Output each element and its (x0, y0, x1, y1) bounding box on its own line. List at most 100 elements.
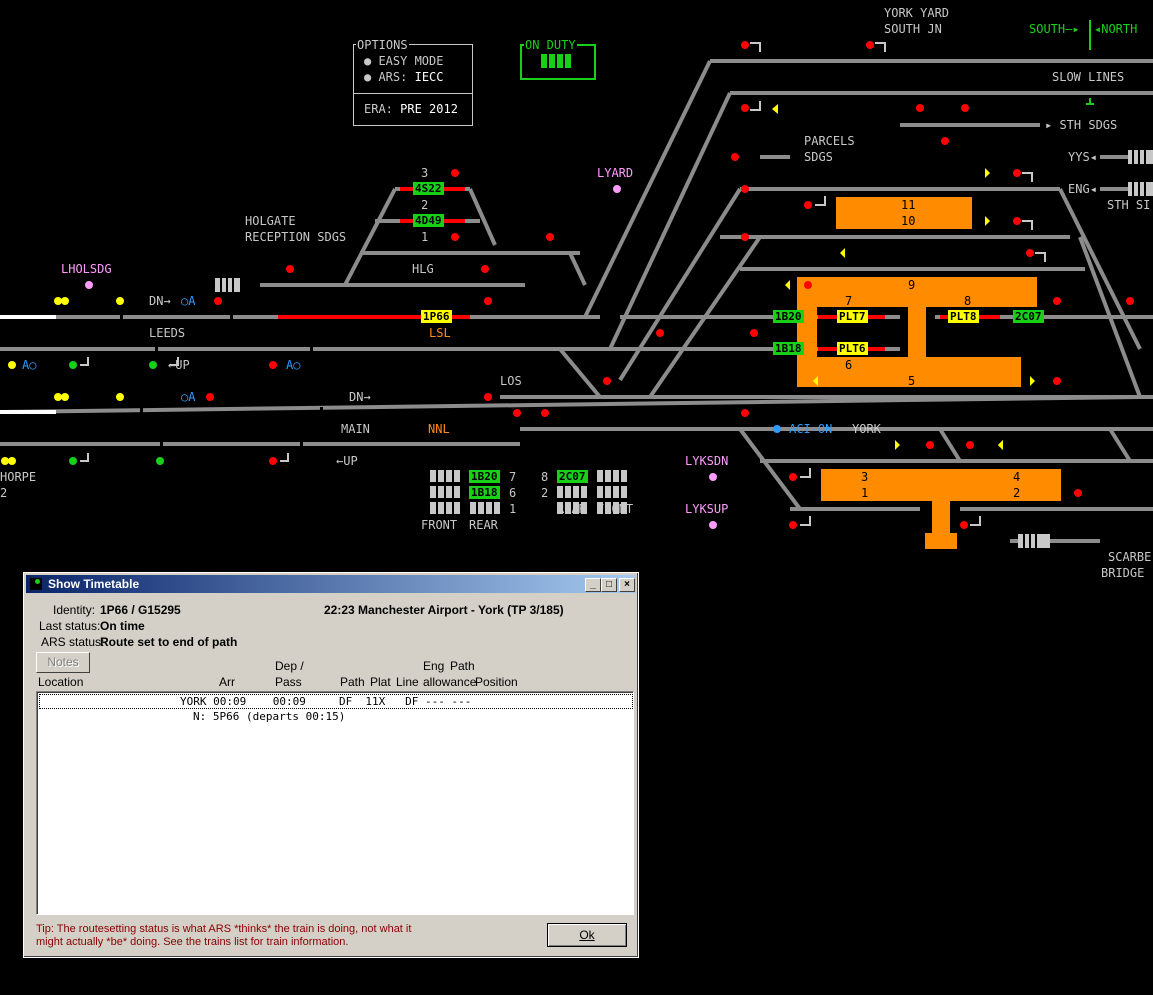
label-hlg: HLG (412, 262, 434, 276)
col-path: Path (340, 675, 365, 689)
ars-status-value: Route set to end of path (100, 635, 238, 649)
berth-4s22[interactable]: 4S22 (413, 182, 444, 195)
platform-num-4: 4 (1013, 470, 1021, 484)
app-icon (30, 578, 42, 590)
stack-berth-1b20[interactable]: 1B20 (469, 470, 500, 483)
track-diag-13 (938, 427, 962, 463)
track-diag-6 (568, 252, 587, 286)
option-ars[interactable]: ● ARS: IECC (364, 70, 444, 84)
col-arr: Arr (219, 675, 235, 689)
berth-plt6[interactable]: PLT6 (837, 342, 868, 355)
label-dn-1: DN→ (149, 294, 171, 308)
col-pass: Pass (275, 675, 302, 689)
col-position: Position (475, 675, 518, 689)
label-leeds: LEEDS (149, 326, 186, 340)
service-description: 22:23 Manchester Airport - York (TP 3/18… (324, 603, 564, 617)
siding-2-number: 2 (421, 198, 429, 212)
col-location: Location (38, 675, 84, 689)
label-sdgs: SDGS (804, 150, 833, 164)
siding-3-number: 3 (421, 166, 429, 180)
track-layer (0, 59, 1153, 543)
label-nnl: NNL (428, 422, 450, 436)
berth-1p66[interactable]: 1P66 (421, 310, 452, 323)
platform-num-8: 8 (964, 294, 972, 308)
label-sth-si: STH SI (1107, 198, 1151, 212)
platform-num-11: 11 (901, 198, 916, 212)
label-a-2: A○ (22, 358, 37, 372)
options-box (353, 44, 473, 126)
option-easy-mode[interactable]: ● EASY MODE (364, 54, 444, 68)
label-reception-sdgs: RECEPTION SDGS (245, 230, 347, 244)
dialog-title: Show Timetable (48, 577, 140, 591)
track-diag-2 (608, 92, 732, 350)
platform-num-9: 9 (908, 278, 916, 292)
close-icon[interactable]: × (619, 578, 635, 592)
options-title: OPTIONS (356, 38, 409, 52)
label-lholsdg: LHOLSDG (61, 262, 112, 276)
label-up-2: ←UP (336, 454, 358, 468)
platform-5 (797, 357, 1021, 387)
dialog-title-bar[interactable]: Show Timetable _ □ × (26, 575, 636, 593)
col-dep: Dep / (275, 659, 304, 673)
track-diag-9 (738, 427, 802, 511)
col-allowance: allowance (423, 675, 477, 689)
track-diag-12 (1108, 427, 1132, 463)
stack-num-1: 1 (509, 502, 517, 516)
label-scarbe: SCARBE (1108, 550, 1152, 564)
col-eng: Eng (423, 659, 445, 673)
stack-berth-2c07[interactable]: 2C07 (557, 470, 588, 483)
track-diag-8 (468, 188, 497, 246)
label-rear-left: REAR (469, 518, 498, 532)
minimize-icon[interactable]: _ (585, 578, 601, 592)
label-parcels: PARCELS (804, 134, 855, 148)
stack-num-7: 7 (509, 470, 517, 484)
label-up-1: ←UP (168, 358, 190, 372)
track-diag-4 (648, 235, 762, 399)
on-duty-indicator (541, 54, 571, 68)
berth-plt8[interactable]: PLT8 (948, 310, 979, 323)
label-york-yard: YORK YARD (884, 6, 950, 20)
label-horpe: HORPE (0, 470, 37, 484)
label-slow-lines: SLOW LINES (1052, 70, 1125, 84)
label-front-left: FRONT (421, 518, 458, 532)
notes-button[interactable]: Notes (36, 652, 90, 673)
label-lyksdn: LYKSDN (685, 454, 729, 468)
next-working: N: 5P66 (departs 00:15) (193, 710, 346, 723)
berth-plt7[interactable]: PLT7 (837, 310, 868, 323)
label-main: MAIN (341, 422, 370, 436)
platform-num-1: 1 (861, 486, 869, 500)
signal-layer (1, 41, 1134, 529)
identity-value: 1P66 / G15295 (100, 603, 181, 617)
label-eng: ENG◂ (1068, 182, 1097, 196)
maximize-icon[interactable]: □ (601, 578, 617, 592)
last-status-value: On time (100, 619, 145, 633)
ok-button[interactable]: Ok (547, 923, 627, 947)
label-yys: YYS◂ (1068, 150, 1097, 164)
timetable-list[interactable]: YORK 00:09 00:09 DF 11X DF --- --- N: 5P… (36, 691, 634, 915)
col-path-2: Path (450, 659, 475, 673)
label-lyksup: LYKSUP (685, 502, 729, 516)
label-a-1: ○A (181, 294, 196, 308)
platforms (797, 197, 1061, 549)
last-status-label: Last status: (39, 619, 101, 633)
platform-num-3: 3 (861, 470, 869, 484)
platform-num-6: 6 (845, 358, 853, 372)
col-plat: Plat (370, 675, 391, 689)
berth-2c07[interactable]: 2C07 (1013, 310, 1044, 323)
platform-stem-foot (925, 533, 957, 549)
platform-10-11 (836, 197, 972, 229)
platform-num-7: 7 (845, 294, 853, 308)
stack-berth-1b18[interactable]: 1B18 (469, 486, 500, 499)
track-diag-11 (1078, 236, 1142, 398)
platform-footbridge (908, 307, 926, 357)
platform-1-4 (821, 469, 1061, 501)
berth-1b20[interactable]: 1B20 (773, 310, 804, 323)
option-era[interactable]: ERA: PRE 2012 (364, 102, 458, 116)
timetable-row[interactable]: YORK 00:09 00:09 DF 11X DF --- --- (39, 694, 633, 709)
label-south-jn: SOUTH JN (884, 22, 942, 36)
berth-1b18[interactable]: 1B18 (773, 342, 804, 355)
show-timetable-dialog: Show Timetable _ □ × Identity: 1P66 / G1… (23, 572, 639, 958)
label-a-3: A○ (286, 358, 301, 372)
berth-4d49[interactable]: 4D49 (413, 214, 444, 227)
